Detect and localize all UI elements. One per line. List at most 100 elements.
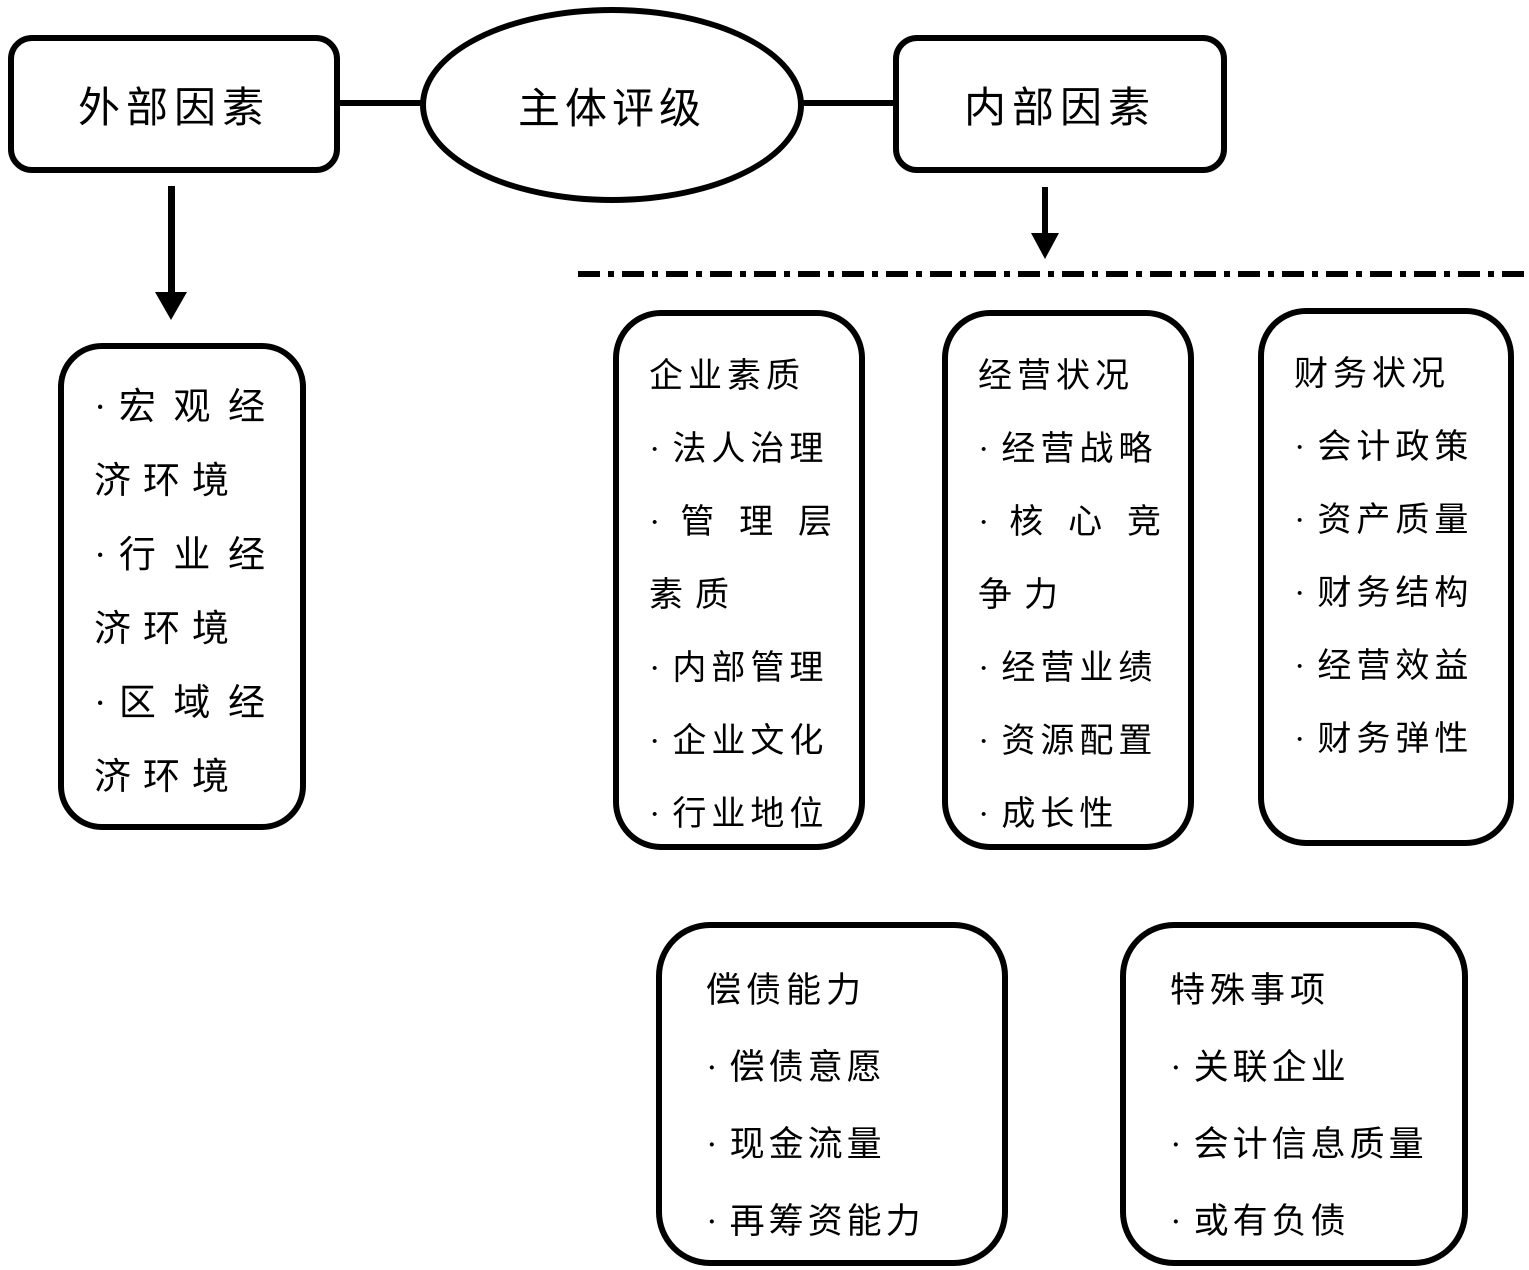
node-subject-rating: 主体评级	[420, 7, 804, 203]
node-external-factors: 外部因素	[8, 35, 340, 173]
list-item-text: 法人治理	[672, 431, 829, 468]
bullet-glyph: ·	[1294, 575, 1306, 612]
divider-dash-dot-line	[578, 271, 1529, 277]
bullet-glyph: ·	[1294, 429, 1306, 466]
list-item-text: 关联企业	[1193, 1048, 1350, 1087]
list-item: · 成长性	[978, 778, 1166, 851]
list-item: ·区域经	[94, 667, 270, 741]
box-title: 经营状况	[978, 358, 1134, 395]
list-item-text: 现金流量	[729, 1125, 886, 1164]
list-item: · 再筹资能力	[706, 1183, 976, 1260]
bullet-glyph: ·	[649, 650, 661, 687]
box-enterprise-quality: 企业素质 · 法人治理 ·管理层素质 · 内部管理 · 企业文化 ·行业地位	[613, 310, 865, 850]
bullet-glyph: ·	[94, 683, 107, 724]
box-special-items: 特殊事项 · 关联企业 · 会计信息质量 · 或有负债	[1120, 922, 1468, 1266]
arrow-internal-down	[1031, 187, 1059, 259]
bullet-glyph: ·	[94, 387, 107, 428]
list-item-text: 偿债意愿	[729, 1048, 886, 1087]
bullet-glyph: ·	[1294, 721, 1306, 758]
list-item: · 财务结构	[1294, 557, 1486, 630]
list-item: ·经营战略	[978, 413, 1166, 486]
list-item-text: 素质	[649, 577, 741, 614]
bullet-glyph: ·	[649, 723, 661, 760]
list-item: 济环境	[94, 593, 270, 667]
list-item-text: 经营业绩	[1001, 650, 1158, 687]
bullet-glyph: ·	[978, 431, 990, 468]
box-financial-status: 财务状况 · 会计政策 · 资产质量 · 财务结构 · 经营效益 · 财务弹性	[1258, 308, 1514, 846]
list-item: 济环境	[94, 445, 270, 519]
list-item-text: 或有负债	[1193, 1202, 1350, 1241]
connector-external-to-rating	[338, 100, 422, 106]
list-item: · 关联企业	[1170, 1029, 1436, 1106]
box-solvency: 偿债能力 · 偿债意愿 · 现金流量 · 再筹资能力	[656, 922, 1008, 1266]
list-item: · 或有负债	[1170, 1183, 1436, 1260]
bullet-glyph: ·	[649, 796, 661, 833]
arrow-head-icon	[155, 292, 187, 320]
list-item-text: 再筹资能力	[729, 1202, 925, 1241]
box-item-list: ·经营战略·核心竞争力 · 经营业绩 · 资源配置 · 成长性	[978, 413, 1166, 851]
list-item-text: 成长性	[1001, 796, 1119, 833]
connector-rating-to-internal	[802, 100, 895, 106]
list-item-text: 资产质量	[1317, 502, 1474, 539]
bullet-glyph: ·	[1170, 1048, 1182, 1087]
list-item: 素质	[649, 559, 837, 632]
node-internal-factors-label: 内部因素	[963, 85, 1156, 132]
node-external-factors-label: 外部因素	[77, 85, 270, 132]
box-title: 财务状况	[1294, 356, 1450, 393]
box-item-list: · 会计政策 · 资产质量 · 财务结构 · 经营效益 · 财务弹性	[1294, 411, 1486, 776]
arrow-head-icon	[1031, 233, 1059, 259]
box-title: 偿债能力	[706, 971, 867, 1010]
list-item: ·管理层	[649, 486, 837, 559]
bullet-glyph: ·	[94, 535, 107, 576]
list-item: 济环境	[94, 741, 270, 815]
list-item-text: 资源配置	[1001, 723, 1158, 760]
list-item: · 内部管理	[649, 632, 837, 705]
list-item: · 偿债意愿	[706, 1029, 976, 1106]
list-item: · 资产质量	[1294, 484, 1486, 557]
list-item-text: 济环境	[94, 461, 241, 502]
box-item-list: · 法人治理 ·管理层素质 · 内部管理 · 企业文化 ·行业地位	[649, 413, 837, 851]
list-item: 争力	[978, 559, 1166, 632]
arrow-shaft	[168, 186, 175, 296]
list-item-text: 经营效益	[1317, 648, 1474, 685]
bullet-glyph: ·	[706, 1202, 718, 1241]
list-item: · 法人治理	[649, 413, 837, 486]
list-item: · 现金流量	[706, 1106, 976, 1183]
bullet-glyph: ·	[1294, 502, 1306, 539]
bullet-glyph: ·	[1170, 1125, 1182, 1164]
bullet-glyph: ·	[978, 796, 990, 833]
box-item-list: · 偿债意愿 · 现金流量 · 再筹资能力	[706, 1029, 976, 1260]
bullet-glyph: ·	[978, 723, 990, 760]
list-item: · 企业文化	[649, 705, 837, 778]
list-item-text: 企业文化	[672, 723, 829, 760]
arrow-external-down	[155, 186, 187, 320]
list-item: · 会计政策	[1294, 411, 1486, 484]
list-item-text: 内部管理	[672, 650, 829, 687]
list-item: ·行业地位	[649, 778, 837, 851]
bullet-glyph: ·	[1294, 648, 1306, 685]
box-title: 企业素质	[649, 358, 805, 395]
node-subject-rating-label: 主体评级	[517, 86, 706, 133]
bullet-glyph: ·	[978, 504, 990, 541]
list-item: ·核心竞	[978, 486, 1166, 559]
node-internal-factors: 内部因素	[893, 35, 1227, 173]
box-external-environment: ·宏观经济环境·行业经济环境·区域经济环境	[58, 343, 306, 830]
bullet-glyph: ·	[706, 1048, 718, 1087]
list-item: ·宏观经	[94, 371, 270, 445]
box-title: 特殊事项	[1170, 971, 1331, 1010]
list-item-text: 济环境	[94, 757, 241, 798]
bullet-glyph: ·	[649, 431, 661, 468]
list-item-text: 会计政策	[1317, 429, 1474, 466]
list-item-text: 财务结构	[1317, 575, 1474, 612]
list-item-text: 济环境	[94, 609, 241, 650]
box-operating-status: 经营状况 ·经营战略·核心竞争力 · 经营业绩 · 资源配置 · 成长性	[942, 310, 1194, 850]
list-item-text: 争力	[978, 577, 1070, 614]
bullet-glyph: ·	[706, 1125, 718, 1164]
box-item-list: · 关联企业 · 会计信息质量 · 或有负债	[1170, 1029, 1436, 1260]
bullet-glyph: ·	[1170, 1202, 1182, 1241]
list-item: · 经营效益	[1294, 630, 1486, 703]
list-item: · 资源配置	[978, 705, 1166, 778]
list-item-text: 会计信息质量	[1193, 1125, 1428, 1164]
list-item-text: 财务弹性	[1317, 721, 1474, 758]
